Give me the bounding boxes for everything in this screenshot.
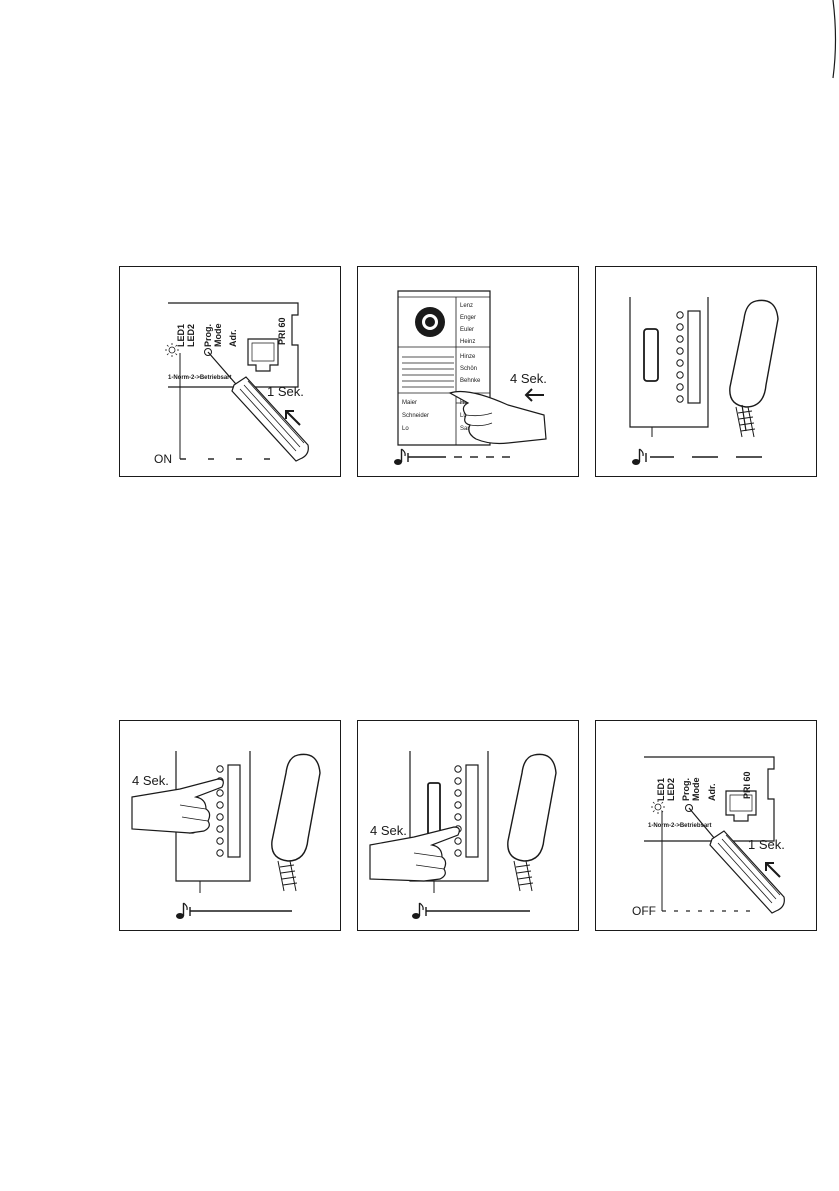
page-edge-curve	[832, 0, 839, 80]
speaker-note-icon	[176, 903, 187, 919]
name-item[interactable]: Maier	[402, 400, 417, 406]
adr-label: Adr.	[707, 783, 717, 801]
label-strip	[688, 311, 700, 403]
prog-label: Prog.	[681, 778, 691, 801]
name-item[interactable]: Schön	[460, 366, 477, 372]
status-label: OFF	[632, 904, 656, 918]
led1-label: LED1	[176, 324, 186, 347]
name-item[interactable]: Euler	[460, 327, 474, 333]
led2-label: LED2	[186, 324, 196, 347]
step-panel-6-prog-off: LED1 LED2 Prog. Mode Adr. PRI 60 1-Norm-…	[595, 720, 817, 931]
speaker-note-icon	[412, 903, 423, 919]
screwdriver-icon	[208, 352, 308, 461]
tone-signal	[190, 907, 292, 916]
time-label: 1 Sek.	[748, 837, 785, 852]
name-item[interactable]: Lenz	[460, 303, 473, 309]
name-item[interactable]: Schneider	[402, 413, 429, 419]
handset-icon	[508, 754, 556, 891]
name-item[interactable]: Heinz	[460, 339, 475, 345]
speaker-note-icon	[632, 449, 643, 465]
mode-label: Mode	[691, 778, 701, 802]
arrow-icon	[766, 863, 780, 877]
led2-label: LED2	[666, 778, 676, 801]
step-panel-2-name-button: Lenz Enger Euler Heinz Hinze Schön Behnk…	[357, 266, 579, 477]
led-glow-icon	[165, 343, 179, 357]
led1-label: LED1	[656, 778, 666, 801]
tone-signal	[408, 453, 510, 462]
speaker-note-icon	[394, 449, 405, 465]
time-label: 4 Sek.	[370, 823, 407, 838]
button-column	[677, 312, 683, 402]
label-strip	[466, 765, 478, 857]
step-panel-4-press-button: 4 Sek.	[119, 720, 341, 931]
mode-strip-label: 1-Norm-2->Betriebsart	[168, 375, 232, 381]
handset-icon	[272, 754, 320, 891]
status-label: ON	[154, 452, 172, 466]
mode-label: Mode	[213, 324, 223, 348]
tone-signal	[426, 907, 530, 916]
name-item[interactable]: Hinze	[460, 354, 476, 360]
name-item[interactable]: Lo	[402, 426, 409, 432]
handset-icon	[730, 300, 778, 437]
rj-socket	[248, 339, 278, 371]
name-item[interactable]: Behnke	[460, 378, 481, 384]
step-panel-3-indoor-station	[595, 266, 817, 477]
prog-label: Prog.	[203, 324, 213, 347]
label-strip	[228, 765, 240, 857]
tone-signal	[646, 453, 762, 462]
speaker-grill	[402, 357, 454, 387]
hook-slot	[428, 783, 440, 835]
step-panel-5-press-button: 4 Sek.	[357, 720, 579, 931]
name-item[interactable]: Enger	[460, 315, 476, 321]
time-label: 4 Sek.	[510, 371, 547, 386]
button-column	[455, 766, 461, 856]
arrow-icon	[526, 389, 544, 401]
camera-icon	[415, 307, 445, 337]
step-panel-1-prog-on: LED1 LED2 Prog. Mode Adr. PRI 60 1-Norm-…	[119, 266, 341, 477]
led-glow-icon	[651, 800, 665, 814]
hook-slot	[644, 329, 658, 381]
adr-label: Adr.	[228, 329, 238, 347]
time-label: 4 Sek.	[132, 773, 169, 788]
time-label: 1 Sek.	[267, 384, 304, 399]
